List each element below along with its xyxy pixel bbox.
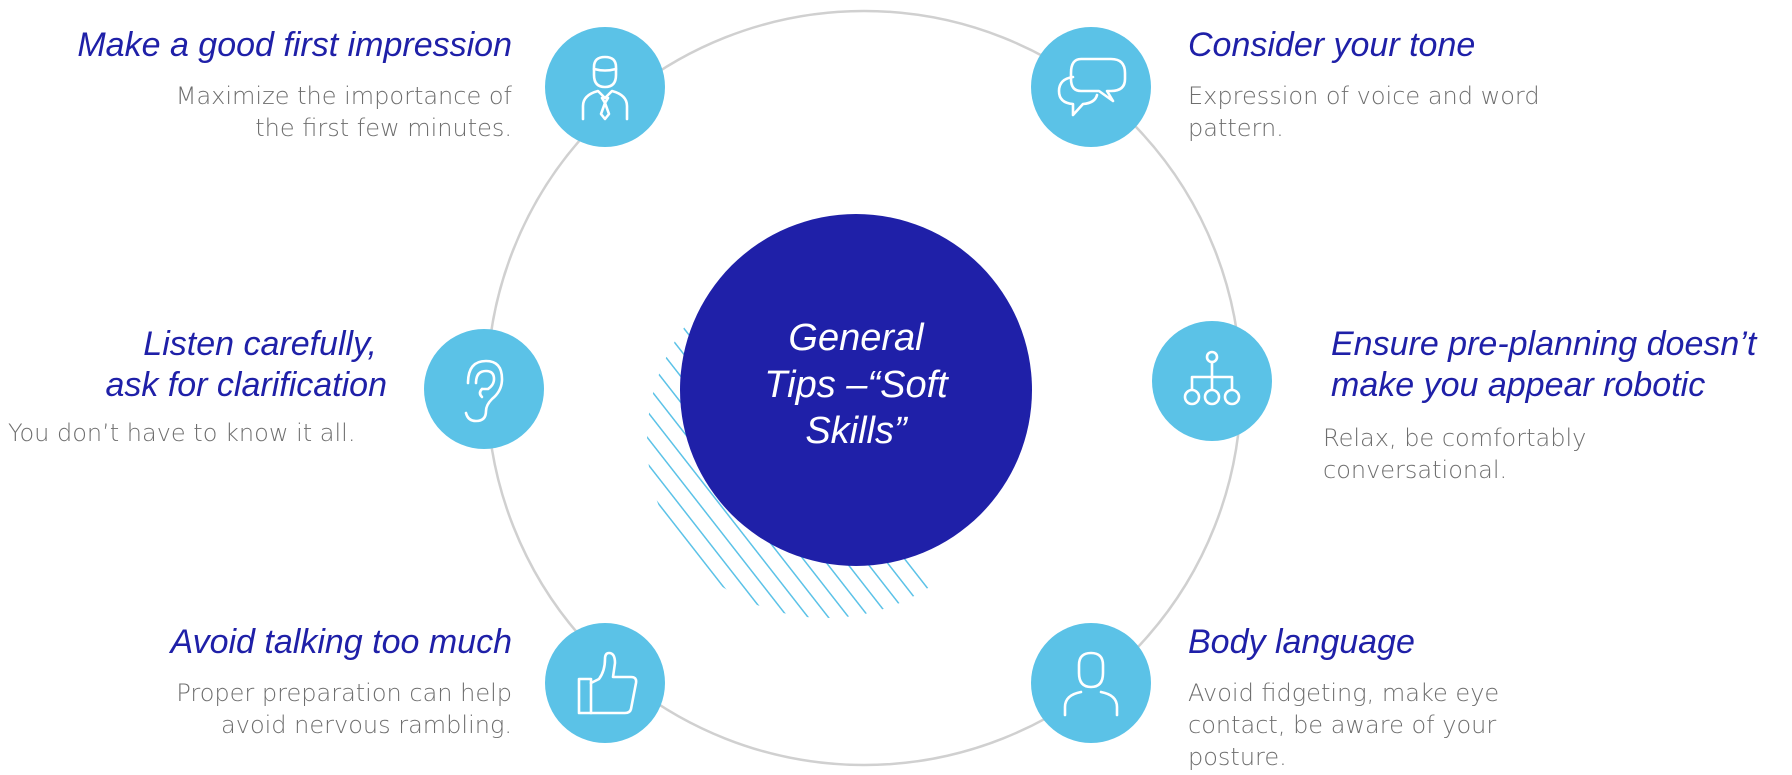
tip-first-impression-title: Make a good first impression [77, 26, 512, 64]
speech-bubbles-icon [1057, 57, 1127, 117]
tip-talking-title: Avoid talking too much [170, 623, 512, 661]
hierarchy-icon [1183, 350, 1241, 406]
tip-preplanning-title: Ensure pre-planning doesn’t make you app… [1331, 325, 1757, 405]
tip-body-language-title: Body language [1188, 623, 1415, 661]
tip-first-impression-desc: Maximize the importance of the first few… [175, 82, 512, 142]
person-icon [1063, 651, 1119, 717]
thumbs-up-icon [577, 651, 638, 715]
tip-body-language-desc: Avoid fidgeting, make eye contact, be aw… [1188, 679, 1500, 771]
node-listen [424, 329, 544, 449]
tip-tone-title: Consider your tone [1188, 26, 1476, 64]
tip-listen-desc: You don’t have to know it all. [8, 419, 356, 447]
tip-preplanning-desc: Relax, be comfortably conversational. [1323, 424, 1587, 484]
node-preplanning [1152, 321, 1272, 441]
node-first-impression [545, 27, 665, 147]
tip-talking-desc: Proper preparation can help avoid nervou… [176, 679, 512, 739]
center-title: General Tips –“Soft Skills” [764, 317, 948, 453]
businessman-icon [581, 55, 629, 121]
node-talking [545, 623, 665, 743]
tip-listen-title: Listen carefully, ask for clarification [105, 325, 387, 405]
center-circle: General Tips –“Soft Skills” [680, 214, 1032, 566]
ear-icon [464, 359, 504, 423]
node-tone [1031, 27, 1151, 147]
tip-tone-desc: Expression of voice and word pattern. [1188, 82, 1540, 142]
node-body-language [1031, 623, 1151, 743]
